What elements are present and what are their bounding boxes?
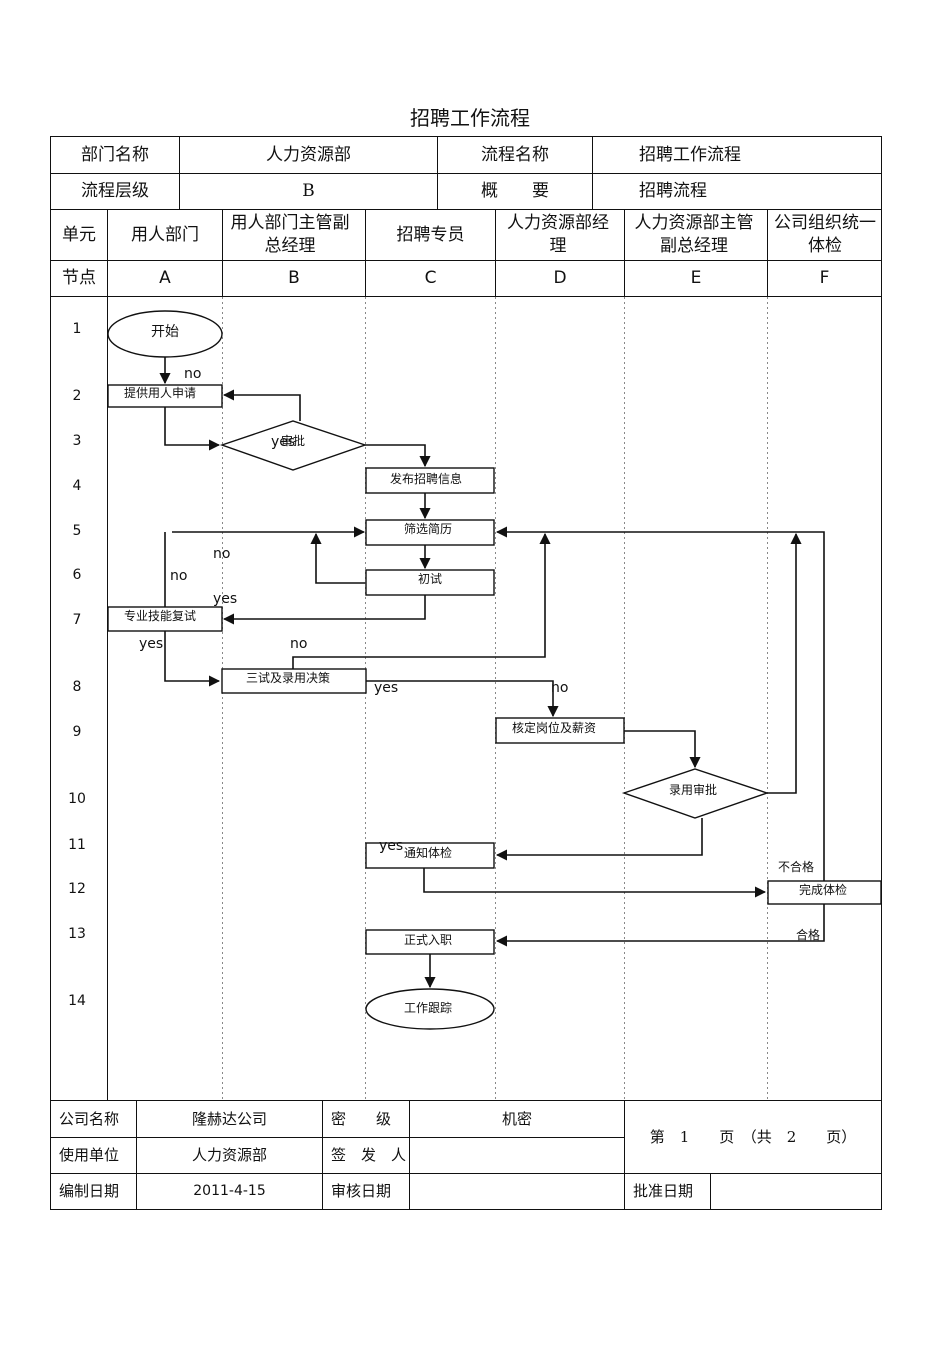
label-no: no bbox=[213, 546, 231, 562]
code-c: C bbox=[424, 268, 437, 288]
code-a: A bbox=[159, 268, 171, 288]
node-skill-interview: 专业技能复试 bbox=[123, 608, 196, 623]
code-f: F bbox=[819, 268, 830, 288]
row-number: 6 bbox=[72, 567, 82, 583]
node-apply: 提供用人申请 bbox=[123, 385, 196, 400]
summary-value: 招聘流程 bbox=[639, 181, 707, 201]
row-number: 4 bbox=[72, 478, 82, 494]
label-yes: yes bbox=[374, 680, 399, 696]
node-screen: 筛选简历 bbox=[403, 521, 452, 536]
node-label: 节点 bbox=[62, 268, 96, 288]
unit-a: 用人部门 bbox=[131, 224, 199, 245]
unit-label-footer: 使用单位 bbox=[59, 1146, 120, 1164]
date-value: 2011-4-15 bbox=[193, 1183, 266, 1199]
node-entry: 正式入职 bbox=[403, 932, 452, 947]
dept-label: 部门名称 bbox=[81, 144, 149, 165]
level-value: B bbox=[302, 181, 315, 201]
review-date-label: 审核日期 bbox=[331, 1182, 392, 1200]
row-number: 1 bbox=[72, 321, 82, 337]
approve-date-label: 批准日期 bbox=[633, 1182, 694, 1200]
label-yes: yes bbox=[271, 434, 296, 450]
node-final-decision: 三试及录用决策 bbox=[245, 670, 330, 685]
secret-label: 密 级 bbox=[331, 1109, 392, 1128]
summary-label: 概 要 bbox=[481, 181, 549, 201]
signer-label: 签 发 人 bbox=[331, 1146, 407, 1164]
page-title: 招聘工作流程 bbox=[410, 106, 530, 130]
code-b: B bbox=[288, 268, 300, 288]
node-start: 开始 bbox=[151, 324, 179, 340]
row-number: 14 bbox=[68, 993, 86, 1009]
label-no: no bbox=[290, 636, 308, 652]
row-number: 3 bbox=[72, 433, 82, 449]
signer-value bbox=[410, 1138, 624, 1173]
unit-value-footer: 人力资源部 bbox=[191, 1146, 267, 1164]
row-number: 9 bbox=[72, 724, 82, 740]
page-indicator: 第 1 页 （共 2 页） bbox=[649, 1127, 857, 1146]
label-pass: 合格 bbox=[796, 928, 821, 942]
label-yes: yes bbox=[139, 636, 164, 652]
unit-c: 招聘专员 bbox=[396, 224, 465, 245]
row-number: 2 bbox=[72, 388, 82, 404]
secret-value: 机密 bbox=[501, 1109, 532, 1128]
node-first-interview: 初试 bbox=[417, 571, 442, 586]
unit-d: 人力资源部经理 bbox=[507, 213, 609, 256]
row-number: 13 bbox=[68, 926, 86, 942]
level-label: 流程层级 bbox=[81, 181, 149, 201]
unit-f: 公司组织统一体检 bbox=[774, 213, 876, 256]
unit-b: 用人部门主管副总经理 bbox=[230, 213, 350, 256]
review-date-value bbox=[410, 1174, 624, 1209]
unit-e: 人力资源部主管副总经理 bbox=[634, 213, 754, 256]
node-approve: 审批 bbox=[280, 433, 305, 448]
label-no: no bbox=[551, 680, 569, 696]
company-label: 公司名称 bbox=[59, 1109, 120, 1128]
row-number: 5 bbox=[72, 523, 82, 539]
node-exam-done: 完成体检 bbox=[798, 882, 847, 897]
node-notify-exam: 通知体检 bbox=[403, 845, 452, 860]
label-no: no bbox=[184, 366, 202, 382]
node-tracking: 工作跟踪 bbox=[403, 1000, 452, 1015]
company-value: 隆赫达公司 bbox=[191, 1109, 267, 1128]
node-hire-approval: 录用审批 bbox=[668, 782, 717, 797]
flow-name-label: 流程名称 bbox=[481, 144, 549, 165]
label-yes: yes bbox=[213, 591, 238, 607]
flow-name-value: 招聘工作流程 bbox=[639, 144, 741, 165]
label-yes: yes bbox=[379, 838, 404, 854]
code-e: E bbox=[690, 268, 702, 288]
unit-label: 单元 bbox=[62, 224, 96, 245]
label-no: no bbox=[170, 568, 188, 584]
row-number: 8 bbox=[72, 679, 82, 695]
row-number: 11 bbox=[68, 837, 86, 853]
code-d: D bbox=[553, 268, 567, 288]
dept-value: 人力资源部 bbox=[266, 144, 351, 165]
node-publish: 发布招聘信息 bbox=[389, 471, 462, 486]
approve-date-value bbox=[711, 1174, 881, 1209]
date-label: 编制日期 bbox=[59, 1182, 120, 1200]
node-salary: 核定岗位及薪资 bbox=[511, 720, 596, 735]
row-number: 10 bbox=[68, 791, 86, 807]
label-fail: 不合格 bbox=[778, 860, 815, 874]
row-number: 7 bbox=[72, 612, 82, 628]
row-number: 12 bbox=[68, 881, 86, 897]
